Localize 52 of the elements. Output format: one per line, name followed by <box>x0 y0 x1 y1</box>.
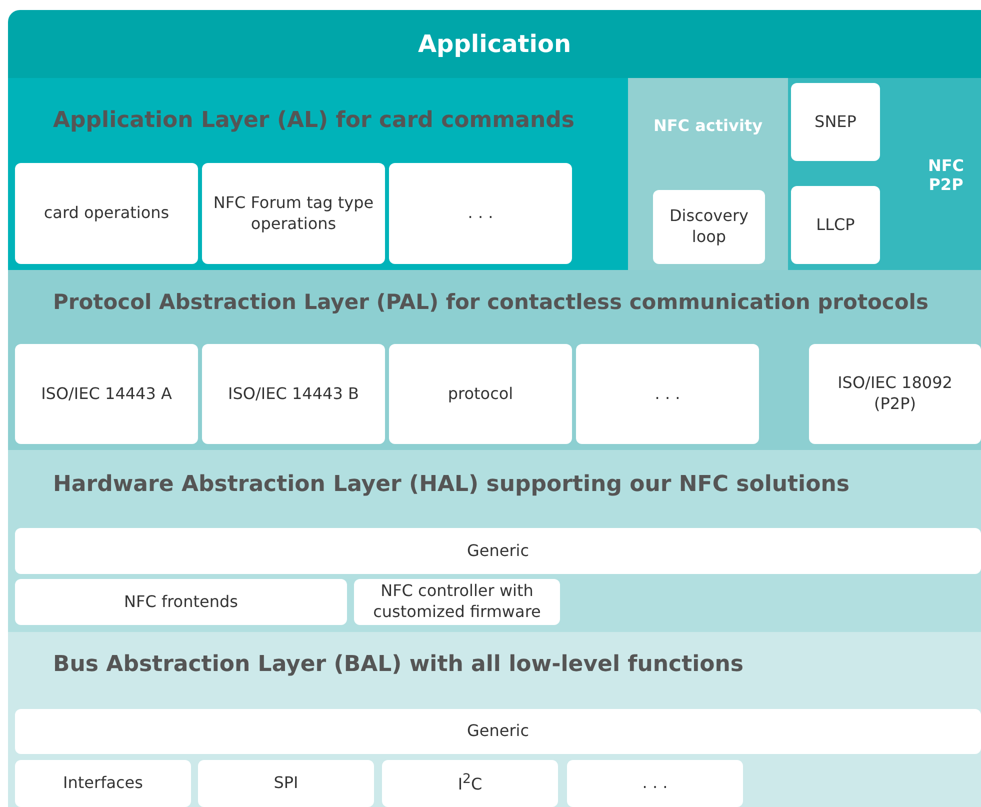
column-heading: NFC activity <box>652 116 764 135</box>
module-box <box>15 344 198 444</box>
column-panel <box>788 78 981 270</box>
module-box <box>382 760 558 807</box>
layer-band <box>8 450 981 632</box>
column-panel <box>628 78 788 270</box>
module-label: Interfaces <box>62 773 144 794</box>
module-box <box>791 83 880 161</box>
module-label: Discovery loop <box>668 206 750 248</box>
layer-band <box>8 78 628 270</box>
module-box <box>15 709 981 754</box>
module-label: Generic <box>466 721 530 742</box>
module-label: . . . <box>466 203 494 224</box>
layer-band <box>8 270 981 450</box>
module-box <box>809 344 981 444</box>
module-box <box>791 186 880 264</box>
module-box <box>202 344 385 444</box>
module-box <box>202 163 385 264</box>
layer-heading: Application <box>416 30 572 58</box>
module-box <box>354 579 560 625</box>
module-box <box>15 528 981 574</box>
module-label: I$^{2}$C <box>456 771 484 796</box>
module-label: NFC controller with customized firmware <box>372 581 542 623</box>
module-label: SNEP <box>814 112 858 132</box>
module-box <box>389 344 572 444</box>
column-heading: NFC P2P <box>926 156 966 194</box>
module-label: NFC frontends <box>123 592 239 612</box>
module-label: card operations <box>42 203 170 224</box>
module-label: SPI <box>272 773 300 794</box>
module-label: Generic <box>466 540 530 562</box>
module-box <box>15 760 191 807</box>
module-box <box>653 190 765 264</box>
module-box <box>567 760 743 807</box>
module-label: LLCP <box>815 214 856 236</box>
module-box <box>389 163 572 264</box>
application-band <box>8 10 981 78</box>
module-label: ISO/IEC 14443 B <box>227 384 360 404</box>
module-label: . . . <box>641 773 669 794</box>
module-box <box>576 344 759 444</box>
module-box <box>198 760 374 807</box>
module-label: ISO/IEC 14443 A <box>40 384 173 404</box>
layer-heading: Hardware Abstraction Layer (HAL) supporting our NFC solutions <box>53 472 850 497</box>
module-label: NFC Forum tag type operations <box>212 192 375 234</box>
layer-heading: Protocol Abstraction Layer (PAL) for contactless communication protocols <box>53 290 928 314</box>
module-box <box>15 163 198 264</box>
layer-heading: Bus Abstraction Layer (BAL) with all low-level functions <box>53 652 744 677</box>
layer-heading: Application Layer (AL) for card commands <box>53 108 574 133</box>
module-label: protocol <box>446 384 514 404</box>
module-label: . . . <box>654 384 682 404</box>
layer-band <box>8 632 981 807</box>
module-label: ISO/IEC 18092 (P2P) <box>836 373 954 415</box>
module-box <box>15 579 347 625</box>
